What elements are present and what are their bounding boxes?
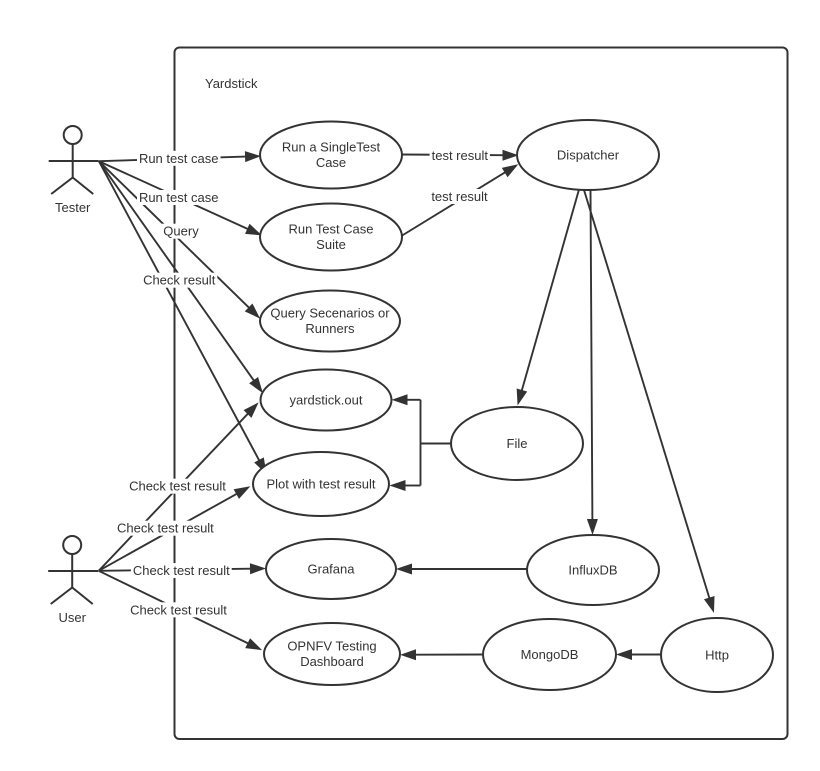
svg-text:Check test result: Check test result	[129, 479, 226, 494]
svg-text:Case: Case	[316, 155, 346, 170]
svg-text:MongoDB: MongoDB	[521, 647, 579, 662]
svg-text:Grafana: Grafana	[308, 562, 356, 577]
svg-text:Tester: Tester	[55, 200, 91, 215]
svg-text:yardstick.out: yardstick.out	[290, 393, 363, 408]
svg-text:File: File	[507, 436, 528, 451]
svg-text:Yardstick: Yardstick	[205, 76, 258, 91]
svg-text:Run test case: Run test case	[139, 151, 219, 166]
svg-text:Query: Query	[163, 224, 199, 239]
svg-text:Http: Http	[705, 648, 729, 663]
svg-text:Run test case: Run test case	[139, 190, 219, 205]
svg-text:Run a SingleTest: Run a SingleTest	[282, 140, 381, 155]
svg-text:test result: test result	[432, 148, 489, 163]
svg-text:Dispatcher: Dispatcher	[557, 148, 620, 163]
svg-text:Check test result: Check test result	[133, 563, 230, 578]
svg-text:Dashboard: Dashboard	[300, 654, 364, 669]
svg-text:Run Test Case: Run Test Case	[288, 222, 373, 237]
svg-text:test result: test result	[431, 189, 488, 204]
svg-text:Check test result: Check test result	[117, 521, 214, 536]
svg-text:Check result: Check result	[143, 273, 216, 288]
svg-text:OPNFV Testing: OPNFV Testing	[287, 639, 376, 654]
svg-text:Check test result: Check test result	[130, 602, 227, 617]
svg-text:Suite: Suite	[316, 237, 346, 252]
svg-text:Plot with test result: Plot with test result	[266, 477, 375, 492]
svg-text:Query Secenarios or: Query Secenarios or	[270, 306, 390, 321]
svg-text:Runners: Runners	[305, 321, 355, 336]
svg-text:InfluxDB: InfluxDB	[568, 563, 617, 578]
svg-text:User: User	[58, 610, 86, 625]
